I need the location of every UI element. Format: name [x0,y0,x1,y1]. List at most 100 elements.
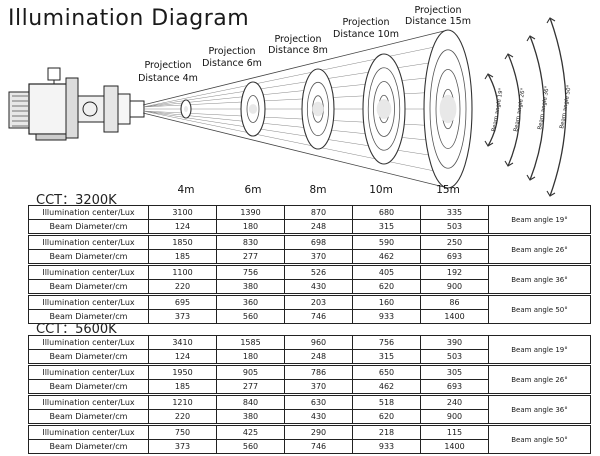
diameter-cell: 373 [148,309,217,324]
lux-cell: 1585 [216,335,285,350]
fixture-yoke [65,77,79,139]
lux-cell: 698 [284,235,353,250]
lux-cell: 425 [216,425,285,440]
lux-cell: 1100 [148,265,217,280]
diameter-cell: 900 [420,409,489,424]
lux-cell: 518 [352,395,421,410]
distance-axis-label: 15m [436,184,460,196]
lux-cell: 405 [352,265,421,280]
diameter-cell: 277 [216,249,285,264]
arc-arrow-bottom [484,140,494,147]
lux-cell: 305 [420,365,489,380]
arc-arrow-top [546,17,556,24]
illumination-diagram: Beam angle 19°Beam angle 26°Beam angle 3… [8,5,573,197]
beam-ring [435,69,461,149]
beam-angle-cell: Beam angle 26° [488,365,591,394]
beam-ray [142,43,449,108]
lux-cell: 830 [216,235,285,250]
fixture-handle [47,67,61,81]
diameter-cell: 315 [352,219,421,234]
row-header-illumination: Illumination center/Lux [28,425,149,440]
projection-label-top: Projection [343,17,390,28]
fixture-shutter [103,85,119,133]
diameter-cell: 180 [216,349,285,364]
diameter-cell: 1400 [420,309,489,324]
lux-cell: 526 [284,265,353,280]
row-header-illumination: Illumination center/Lux [28,235,149,250]
diameter-cell: 380 [216,279,285,294]
lux-cell: 650 [352,365,421,380]
lux-cell: 695 [148,295,217,310]
beam-angle-cell: Beam angle 36° [488,265,591,294]
lux-cell: 870 [284,205,353,220]
lux-cell: 203 [284,295,353,310]
row-header-illumination: Illumination center/Lux [28,205,149,220]
row-header-diameter: Beam Diameter/cm [28,249,149,264]
page-title: Illumination Diagram [8,6,250,31]
beam-arc-label: Beam angle 50° [559,84,573,129]
row-header-illumination: Illumination center/Lux [28,335,149,350]
beam-arc-label: Beam angle 26° [513,87,527,132]
beam-ring [246,95,260,123]
projection-label-distance: Distance 4m [138,73,198,84]
lux-cell: 786 [284,365,353,380]
arc-arrow-top [484,73,494,80]
distance-axis-label: 8m [310,184,327,196]
beam-angle-cell: Beam angle 50° [488,295,591,324]
arc-arrow-bottom [526,174,536,181]
fixture-lens-front [129,100,145,118]
diameter-cell: 180 [216,219,285,234]
beam-ring [306,81,330,137]
diameter-cell: 430 [284,409,353,424]
diameter-cell: 746 [284,439,353,454]
diameter-cell: 746 [284,309,353,324]
lux-cell: 960 [284,335,353,350]
diameter-cell: 933 [352,439,421,454]
lux-cell: 335 [420,205,489,220]
projection-label-top: Projection [415,5,462,16]
arc-arrow-top [526,35,536,42]
row-header-diameter: Beam Diameter/cm [28,439,149,454]
beam-projection [142,29,473,189]
lux-cell: 3410 [148,335,217,350]
diameter-cell: 560 [216,439,285,454]
diameter-cell: 220 [148,409,217,424]
diameter-cell: 560 [216,309,285,324]
arc-arrow-top [504,53,514,60]
lux-cell: 840 [216,395,285,410]
lux-cell: 192 [420,265,489,280]
beam-angle-cell: Beam angle 19° [488,205,591,234]
beam-ring [373,81,395,137]
row-header-diameter: Beam Diameter/cm [28,379,149,394]
diameter-cell: 124 [148,219,217,234]
projection-label-distance: Distance 8m [268,45,328,56]
lux-cell: 756 [216,265,285,280]
arc-arrow-bottom [504,160,514,167]
fixture-barrel [77,95,105,123]
diameter-cell: 370 [284,379,353,394]
beam-arc-1 [507,53,521,167]
beam-ring [367,67,401,151]
projection-label-distance: Distance 15m [405,16,471,27]
lux-cell: 1390 [216,205,285,220]
lux-cell: 905 [216,365,285,380]
diameter-cell: 185 [148,249,217,264]
beam-hotspot [439,94,457,124]
diameter-cell: 462 [352,249,421,264]
diameter-cell: 693 [420,249,489,264]
beam-hotspot [248,104,258,114]
lux-cell: 630 [284,395,353,410]
beam-hotspot [312,101,324,117]
lux-cell: 1850 [148,235,217,250]
fixture-body [8,91,32,129]
beam-arc-2 [529,35,545,181]
